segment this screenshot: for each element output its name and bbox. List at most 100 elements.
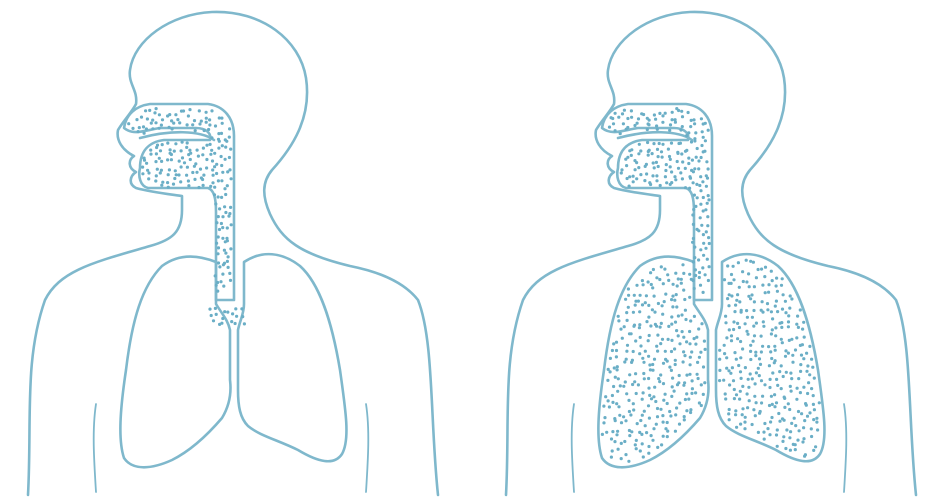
air-dot	[664, 293, 667, 296]
air-dot	[802, 357, 805, 360]
air-dot	[620, 442, 623, 445]
air-dot	[702, 196, 705, 199]
air-dot	[795, 398, 798, 401]
air-dot	[628, 185, 631, 188]
air-dot	[769, 378, 772, 381]
air-dot	[662, 282, 665, 285]
air-dot	[668, 410, 671, 413]
air-dot	[160, 124, 163, 127]
air-dot	[812, 449, 815, 452]
air-dot	[189, 152, 192, 155]
air-dot	[671, 385, 674, 388]
air-dot	[187, 114, 190, 117]
air-dot	[644, 301, 647, 304]
air-dot	[698, 184, 701, 187]
air-dot	[610, 456, 613, 459]
air-dot	[682, 350, 685, 353]
air-dot	[623, 325, 626, 328]
air-dot	[648, 334, 651, 337]
air-dot	[692, 208, 695, 211]
air-dot	[768, 364, 771, 367]
air-dot	[805, 404, 808, 407]
air-dot	[673, 390, 676, 393]
air-dot	[708, 265, 711, 268]
air-dot	[209, 153, 212, 156]
air-dot	[658, 380, 661, 383]
air-dot	[730, 339, 733, 342]
air-dot	[205, 117, 208, 120]
air-dot	[680, 282, 683, 285]
air-dot	[768, 386, 771, 389]
air-dot	[632, 408, 635, 411]
air-dot	[208, 118, 211, 121]
air-dot	[723, 344, 726, 347]
air-dot	[641, 398, 644, 401]
air-dot	[704, 273, 707, 276]
air-dot	[738, 326, 741, 329]
air-dot	[625, 164, 628, 167]
air-dot	[151, 127, 154, 130]
air-dot	[608, 405, 611, 408]
air-dot	[675, 293, 678, 296]
air-dot	[689, 363, 692, 366]
air-dot	[671, 295, 674, 298]
air-dot	[770, 416, 773, 419]
air-dot	[725, 356, 728, 359]
air-dot	[141, 172, 144, 175]
air-dot	[790, 422, 793, 425]
air-dot	[150, 122, 153, 125]
air-dot	[647, 339, 650, 342]
air-dot	[221, 171, 224, 174]
air-dot	[143, 132, 146, 135]
air-dot	[802, 321, 805, 324]
air-dot	[641, 414, 644, 417]
air-dot	[743, 421, 746, 424]
air-dot	[651, 286, 654, 289]
air-dot	[656, 407, 659, 410]
air-dot	[705, 185, 708, 188]
air-dot	[733, 388, 736, 391]
air-dot	[730, 282, 733, 285]
air-dot	[784, 300, 787, 303]
air-dot	[146, 169, 149, 172]
air-dot	[644, 165, 647, 168]
air-dot	[200, 120, 203, 123]
air-dot	[787, 320, 790, 323]
air-dot	[610, 437, 613, 440]
air-dot	[774, 326, 777, 329]
air-dot	[688, 273, 691, 276]
air-dot	[692, 237, 695, 240]
air-dot	[193, 165, 196, 168]
air-dot	[639, 336, 642, 339]
air-dot	[652, 427, 655, 430]
air-dot	[648, 149, 651, 152]
air-dot	[805, 370, 808, 373]
air-dot	[684, 167, 687, 170]
air-dot	[780, 326, 783, 329]
air-dot	[611, 394, 614, 397]
air-dot	[222, 263, 225, 266]
air-dot	[755, 276, 758, 279]
air-dot	[747, 386, 750, 389]
air-dot	[740, 311, 743, 314]
air-dot	[775, 277, 778, 280]
air-dot	[810, 435, 813, 438]
air-dot	[639, 294, 642, 297]
air-dot	[622, 415, 625, 418]
air-dot	[214, 202, 217, 205]
air-dot	[616, 430, 619, 433]
air-dot	[780, 364, 783, 367]
air-dot	[127, 122, 130, 125]
air-dot	[790, 390, 793, 393]
air-dot	[693, 139, 696, 142]
air-dot	[681, 177, 684, 180]
air-dot	[707, 198, 710, 201]
air-dot	[220, 179, 223, 182]
air-dot	[199, 168, 202, 171]
air-dot	[611, 349, 614, 352]
air-dot	[172, 122, 175, 125]
air-dot	[805, 352, 808, 355]
air-dot	[227, 215, 230, 218]
air-dot	[763, 383, 766, 386]
air-dot	[153, 111, 156, 114]
